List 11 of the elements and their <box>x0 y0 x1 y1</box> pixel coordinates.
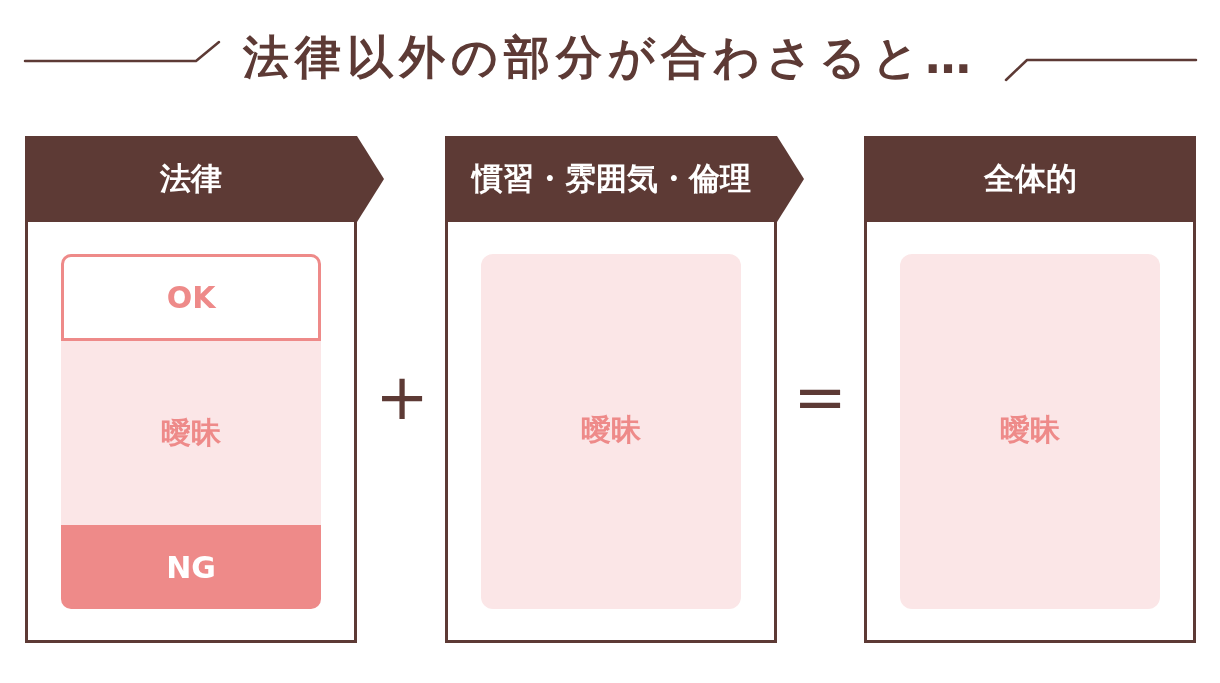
plus-sign: + <box>375 365 429 429</box>
title: 法律以外の部分が合わさると… <box>243 29 977 86</box>
panel-heading: 全体的 <box>864 136 1196 222</box>
ambiguous-area: 曖昧 <box>900 254 1160 609</box>
ambiguous-area: 曖昧 <box>481 254 741 609</box>
arrow-heading: 慣習・雰囲気・倫理 <box>445 136 804 222</box>
ambiguous-band: 曖昧 <box>61 341 321 525</box>
ng-band: NG <box>61 525 321 609</box>
arrow-heading: 法律 <box>25 136 384 222</box>
ok-band: OK <box>61 254 321 341</box>
equals-sign: = <box>793 365 847 429</box>
